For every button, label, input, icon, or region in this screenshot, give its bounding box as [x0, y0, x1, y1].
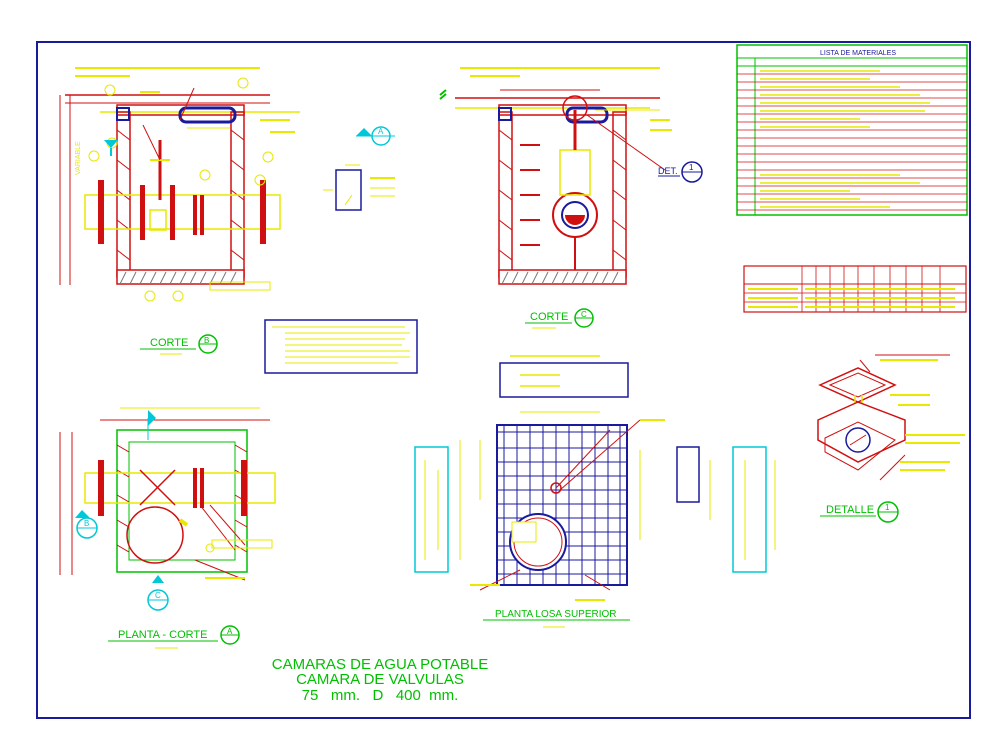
section-b-letter: B	[84, 519, 89, 528]
planta-corte-a-label: PLANTA - CORTE	[118, 629, 207, 641]
section-a-top-letter: A	[378, 127, 384, 136]
materials-list-title: LISTA DE MATERIALES	[820, 50, 896, 57]
section-a-marker-top: A	[323, 126, 395, 211]
planta-losa-title: PLANTA LOSA SUPERIOR	[483, 609, 630, 628]
det-callout: DET. 1	[658, 161, 703, 183]
corte-c-title: CORTE C	[525, 308, 594, 329]
planta-corte-a-symbol: A	[227, 627, 233, 636]
planta-losa-drawing	[414, 355, 776, 601]
materials-list-table	[736, 44, 968, 216]
detalle-drawing	[817, 354, 965, 481]
planta-losa-label: PLANTA LOSA SUPERIOR	[495, 609, 617, 620]
corte-b-label: CORTE	[150, 337, 188, 349]
detalle-title: DETALLE 1	[820, 501, 899, 523]
title-line-3: 75 mm. D 400 mm.	[302, 687, 459, 704]
title-block: CAMARAS DE AGUA POTABLE CAMARA DE VALVUL…	[272, 656, 488, 704]
planta-corte-a-drawing: B C	[59, 407, 276, 611]
corte-b-drawing	[59, 67, 300, 302]
title-line-2: CAMARA DE VALVULAS	[296, 671, 464, 688]
sheet-border	[36, 41, 971, 719]
variable-label: VARIABLE	[75, 141, 82, 175]
planta-corte-a-title: PLANTA - CORTE A	[108, 625, 240, 649]
corte-b-title: CORTE B	[140, 334, 218, 355]
detalle-label: DETALLE	[826, 504, 874, 516]
det-callout-symbol: 1	[689, 163, 694, 172]
dimensions-table	[743, 265, 967, 313]
corte-b-symbol-letter: B	[204, 336, 209, 345]
title-line-1: CAMARAS DE AGUA POTABLE	[272, 656, 488, 673]
corte-c-symbol: C	[581, 310, 587, 319]
detalle-symbol: 1	[885, 503, 890, 512]
section-c-letter: C	[155, 591, 161, 600]
corte-c-drawing	[439, 67, 672, 285]
note-box	[264, 319, 418, 374]
det-callout-label: DET.	[658, 166, 678, 176]
corte-c-label: CORTE	[530, 311, 568, 323]
